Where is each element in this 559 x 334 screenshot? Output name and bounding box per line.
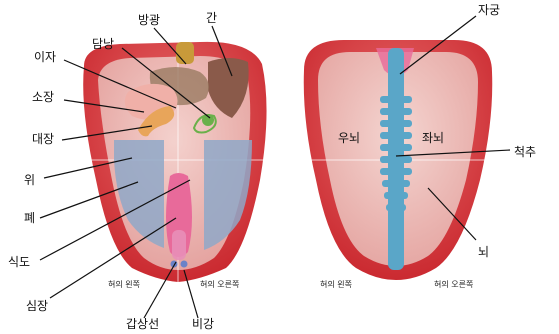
right-tongue-side-right: 혀의 오른쪽: [434, 279, 473, 289]
label-uterus: 자궁: [478, 3, 500, 17]
right-tongue-side-left: 혀의 왼쪽: [320, 279, 352, 289]
thyroid-column: [172, 230, 186, 260]
label-right-brain: 우뇌: [338, 131, 360, 145]
label-esophagus: 식도: [8, 255, 30, 269]
label-thyroid: 갑상선: [126, 317, 159, 331]
label-heart: 심장: [26, 299, 48, 313]
right-tongue: 혀의 왼쪽 혀의 오른쪽: [304, 40, 493, 289]
label-left-brain: 좌뇌: [422, 131, 444, 145]
left-tongue-side-right: 혀의 오른쪽: [200, 279, 239, 289]
label-pancreas: 이자: [34, 50, 56, 64]
label-spine: 척추: [514, 145, 536, 159]
label-nose: 비강: [192, 317, 214, 331]
label-large-intestine: 대장: [32, 132, 54, 146]
left-tongue-side-left: 혀의 왼쪽: [108, 279, 140, 289]
label-lungs: 폐: [24, 211, 35, 225]
bladder-shape: [176, 42, 194, 64]
label-liver: 간: [206, 11, 217, 25]
left-tongue: 혀의 왼쪽 혀의 오른쪽: [83, 42, 270, 289]
label-bladder: 방광: [138, 13, 160, 27]
label-stomach: 위: [24, 173, 35, 187]
label-small-intestine: 소장: [32, 90, 54, 104]
nose-right: [181, 261, 188, 268]
label-gallbladder: 담낭: [92, 37, 114, 51]
label-brain: 뇌: [478, 245, 489, 259]
